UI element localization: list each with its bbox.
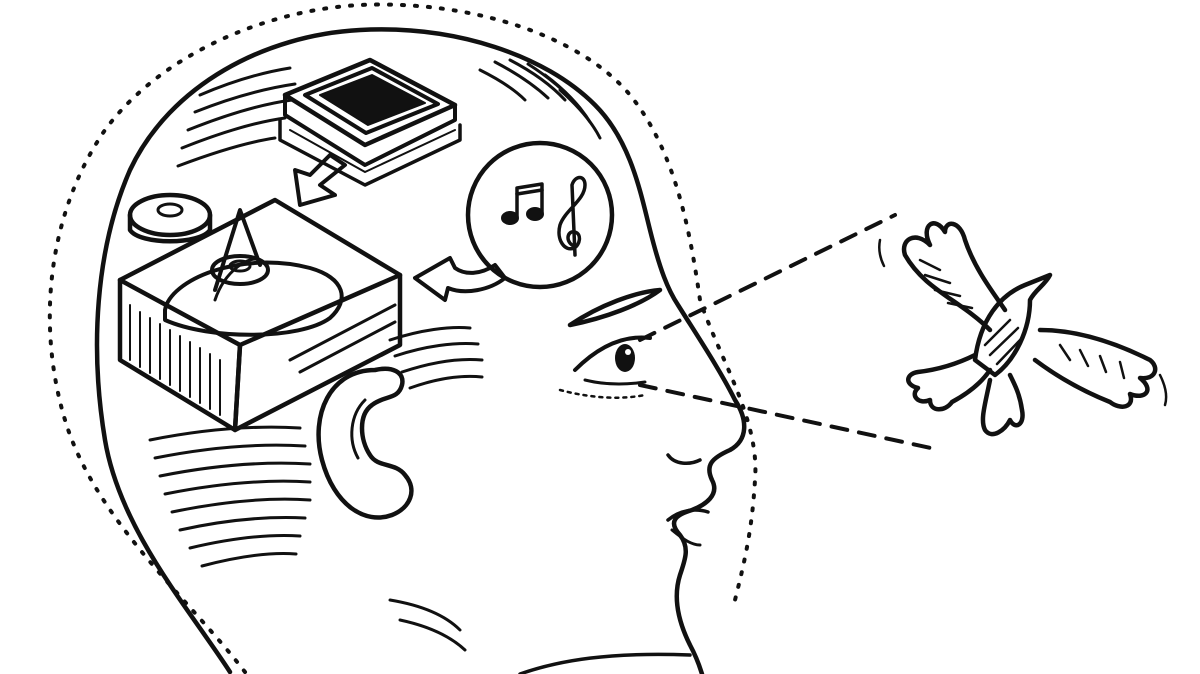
neck-hatching bbox=[148, 425, 467, 652]
sight-lines bbox=[638, 213, 942, 452]
nose-mouth bbox=[666, 453, 710, 547]
iris bbox=[615, 344, 635, 372]
microchip-icon bbox=[278, 57, 462, 207]
music-notes-icon bbox=[413, 140, 615, 302]
thought-bubble bbox=[465, 140, 615, 290]
hard-drive-icon bbox=[117, 192, 403, 433]
flying-bird-icon bbox=[877, 221, 1168, 437]
eyebrow bbox=[567, 287, 663, 328]
hair-hatching bbox=[176, 58, 602, 168]
ear bbox=[316, 366, 414, 520]
head-dotted-halo bbox=[47, 2, 758, 674]
eye bbox=[558, 287, 663, 399]
